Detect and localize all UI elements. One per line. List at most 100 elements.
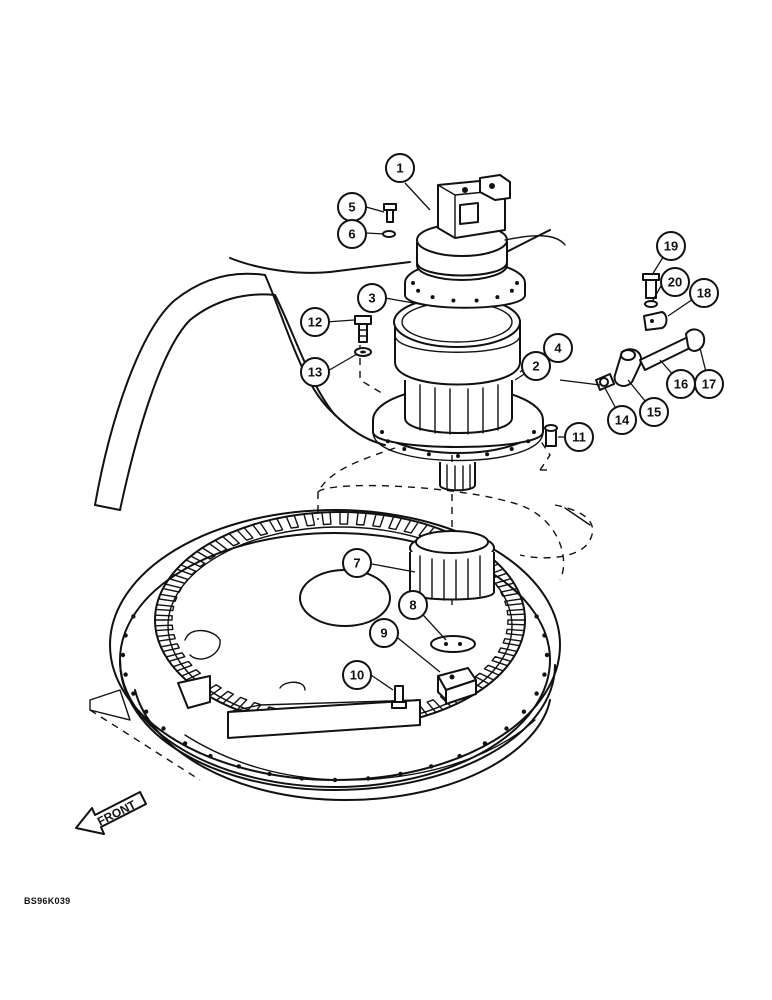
- svg-text:6: 6: [348, 227, 355, 242]
- callout-20: 20: [660, 267, 690, 297]
- bolt-hole: [131, 691, 136, 696]
- bolt-hole: [534, 691, 539, 696]
- bolt-hole: [120, 652, 126, 658]
- bolt-hole: [515, 281, 519, 285]
- ring-bolt-holes: [120, 614, 550, 783]
- callout-8: 8: [398, 590, 428, 620]
- svg-text:10: 10: [350, 668, 364, 683]
- svg-text:16: 16: [674, 377, 688, 392]
- callout-17: 17: [694, 369, 724, 399]
- callout-1: 1: [385, 153, 415, 183]
- bolt-hole: [385, 439, 390, 444]
- front-arrow: FRONT: [75, 791, 147, 835]
- pinion-gear: [409, 530, 495, 601]
- callout-15: 15: [639, 397, 669, 427]
- bolt-hole: [402, 447, 407, 451]
- hose-16: [639, 335, 695, 371]
- washer-20: [644, 300, 658, 308]
- swing-motor: [404, 174, 566, 309]
- hose-end-17: [685, 328, 706, 352]
- bolt-hole: [161, 726, 166, 731]
- fitting-14: [595, 373, 615, 391]
- bolt-hole: [534, 614, 539, 619]
- svg-text:12: 12: [308, 315, 322, 330]
- bolt-hole: [429, 764, 434, 769]
- figure-code: BS96K039: [24, 896, 71, 906]
- svg-text:18: 18: [697, 286, 711, 301]
- alignment-lines: [89, 345, 565, 781]
- svg-text:15: 15: [647, 405, 661, 420]
- bolt-10: [391, 685, 407, 709]
- lock-bracket: [437, 667, 477, 705]
- callout-18: 18: [689, 278, 719, 308]
- callout-16: 16: [666, 369, 696, 399]
- bolt-hole: [430, 295, 435, 300]
- bolt-hole: [495, 295, 500, 300]
- bolt-11: [544, 424, 558, 447]
- flange-bolt-holes: [380, 430, 536, 458]
- callout-19: 19: [656, 231, 686, 261]
- bolt-hole: [182, 741, 188, 746]
- bolt-12: [354, 315, 372, 343]
- svg-text:4: 4: [554, 341, 562, 356]
- callout-4: 4: [543, 333, 573, 363]
- bolt-hole: [457, 753, 462, 759]
- motor-bolt-holes: [411, 281, 519, 303]
- swing-reduction-gearbox: [372, 296, 544, 492]
- washer-6: [382, 230, 396, 238]
- bolt-hole: [366, 776, 371, 781]
- bolt-hole: [398, 771, 403, 777]
- bolt-hole: [426, 452, 431, 457]
- upper-structure-outline: [89, 229, 594, 721]
- bolt-hole: [208, 753, 213, 759]
- bolt-hole: [143, 709, 149, 714]
- svg-text:20: 20: [668, 275, 682, 290]
- bolt-hole: [416, 288, 421, 293]
- bolt-hole: [451, 298, 456, 303]
- svg-text:13: 13: [308, 365, 322, 380]
- svg-text:17: 17: [702, 377, 716, 392]
- bolt-hole: [526, 439, 531, 444]
- bolt-hole: [509, 447, 514, 451]
- svg-text:1: 1: [396, 161, 403, 176]
- callout-9: 9: [369, 618, 399, 648]
- washer-13: [354, 347, 372, 357]
- svg-text:7: 7: [353, 556, 360, 571]
- callout-3: 3: [357, 283, 387, 313]
- bolt-hole: [474, 298, 479, 303]
- bolt-hole: [482, 741, 488, 746]
- bolt-hole: [236, 764, 241, 769]
- front-label: FRONT: [95, 797, 139, 829]
- callout-11: 11: [564, 422, 594, 452]
- bolt-hole: [267, 771, 272, 777]
- callout-5: 5: [337, 192, 367, 222]
- bolt-hole: [532, 430, 536, 434]
- bolt-5: [383, 203, 397, 223]
- clamp-18: [643, 311, 668, 331]
- retainer-plate: [430, 635, 476, 653]
- bolt-hole: [411, 281, 415, 285]
- bolt-19: [642, 273, 660, 299]
- bolt-hole: [544, 652, 550, 658]
- bolt-hole: [299, 776, 304, 781]
- callout-10: 10: [342, 660, 372, 690]
- bolt-hole: [504, 726, 509, 731]
- svg-text:9: 9: [380, 626, 387, 641]
- bolt-hole: [456, 454, 460, 458]
- bolt-hole: [509, 288, 514, 293]
- bolt-hole: [131, 614, 136, 619]
- bolt-hole: [123, 633, 128, 638]
- elbow-fitting-15: [613, 348, 643, 387]
- callouts: 1 2 3 4 5 6 7 8 9 10 11 12 13 14 15 16 1…: [300, 153, 724, 690]
- svg-text:3: 3: [368, 291, 375, 306]
- svg-text:8: 8: [409, 598, 416, 613]
- bolt-hole: [332, 777, 338, 783]
- bolt-hole: [485, 452, 490, 457]
- callout-7: 7: [342, 548, 372, 578]
- callout-13: 13: [300, 357, 330, 387]
- svg-text:2: 2: [532, 359, 539, 374]
- bolt-hole: [542, 672, 547, 677]
- bolt-hole: [380, 430, 384, 434]
- callout-2: 2: [521, 351, 551, 381]
